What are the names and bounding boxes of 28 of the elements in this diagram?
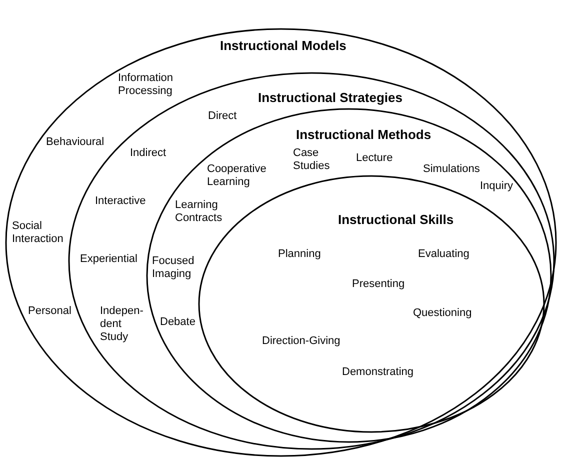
- heading: Instructional Strategies: [258, 90, 402, 105]
- item-label: Direction-Giving: [262, 335, 340, 348]
- heading: Instructional Models: [220, 38, 346, 53]
- item-label: Indepen- dent Study: [100, 305, 144, 344]
- item-label: Presenting: [352, 278, 405, 291]
- item-label: Direct: [208, 110, 237, 123]
- item-label: Planning: [278, 248, 321, 261]
- heading: Instructional Skills: [338, 212, 454, 227]
- item-label: Information Processing: [118, 72, 178, 98]
- item-label: Interactive: [95, 195, 146, 208]
- item-label: Cooperative Learning: [207, 163, 277, 189]
- item-label: Indirect: [130, 147, 166, 160]
- item-label: Case Studies: [293, 147, 333, 173]
- item-label: Simulations: [423, 163, 480, 176]
- item-label: Experiential: [80, 253, 138, 266]
- item-label: Demonstrating: [342, 366, 414, 379]
- item-label: Personal: [28, 305, 72, 318]
- item-label: Learning Contracts: [175, 199, 235, 225]
- item-label: Debate: [160, 316, 196, 329]
- item-label: Focused Imaging: [152, 255, 197, 281]
- heading: Instructional Methods: [296, 127, 432, 142]
- item-label: Behavioural: [46, 136, 104, 149]
- item-label: Social Interaction: [12, 220, 68, 246]
- item-label: Inquiry: [480, 180, 514, 193]
- item-label: Evaluating: [418, 248, 470, 261]
- ellipse-region: [5, 28, 557, 457]
- item-label: Questioning: [413, 307, 472, 320]
- item-label: Lecture: [356, 152, 393, 165]
